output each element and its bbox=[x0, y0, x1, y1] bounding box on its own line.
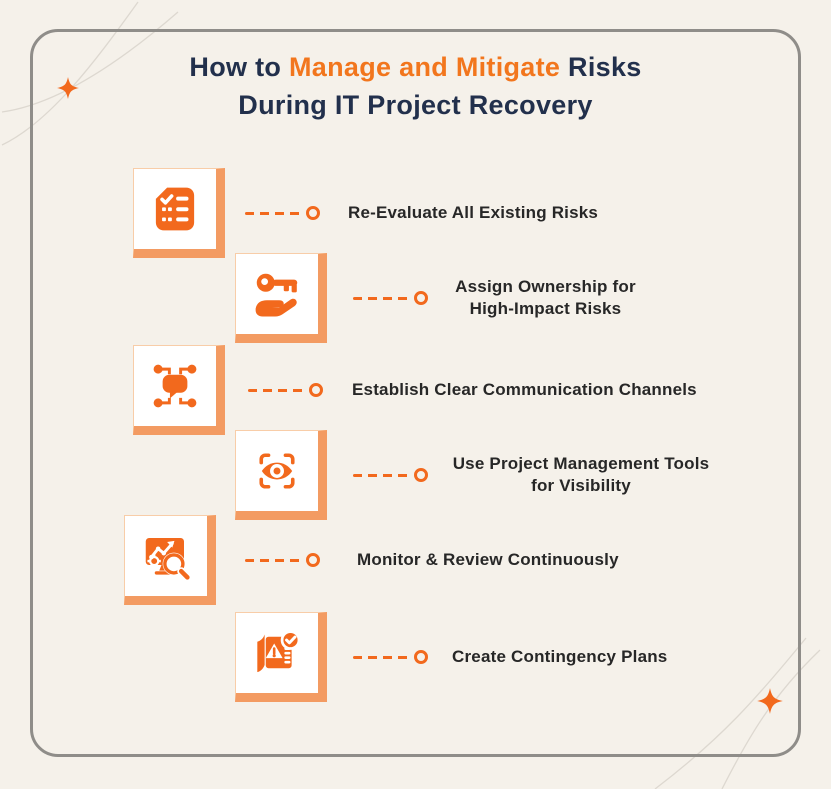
title-suffix: Risks bbox=[560, 52, 642, 82]
step-icon-box bbox=[133, 168, 225, 258]
title-highlight: Manage and Mitigate bbox=[289, 52, 561, 82]
step-label: Create Contingency Plans bbox=[452, 647, 668, 666]
sparkle-icon bbox=[57, 77, 79, 99]
step-icon-box bbox=[235, 430, 327, 520]
dashed-line bbox=[353, 296, 409, 300]
step-label: Monitor & Review Continuously bbox=[357, 550, 619, 569]
connector bbox=[245, 515, 320, 605]
step-icon-box bbox=[124, 515, 216, 605]
dashed-line bbox=[353, 473, 409, 477]
connector bbox=[353, 430, 428, 520]
dashed-line bbox=[245, 558, 301, 562]
dashed-line bbox=[245, 211, 301, 215]
title-prefix: How to bbox=[189, 52, 289, 82]
hand-holding-key-icon bbox=[255, 273, 298, 317]
monitor-analytics-icon bbox=[145, 538, 192, 582]
dashed-line bbox=[353, 655, 409, 659]
connector bbox=[248, 345, 323, 435]
page-title: How to Manage and Mitigate Risks During … bbox=[0, 48, 831, 124]
contingency-plan-icon bbox=[257, 630, 301, 673]
connector bbox=[245, 168, 320, 258]
dashed-line bbox=[248, 388, 304, 392]
step-label: Assign Ownership for High-Impact Risks bbox=[455, 277, 636, 318]
connector bbox=[353, 253, 428, 343]
step-label: Re-Evaluate All Existing Risks bbox=[348, 203, 599, 222]
step-icon-box bbox=[235, 612, 327, 702]
step-icon-box bbox=[235, 253, 327, 343]
checklist-document-icon bbox=[155, 187, 195, 231]
eye-visibility-icon bbox=[259, 453, 295, 489]
step-icon-box bbox=[133, 345, 225, 435]
connector-dot bbox=[306, 206, 320, 220]
communication-network-icon bbox=[153, 364, 197, 408]
connector-dot bbox=[309, 383, 323, 397]
sparkle-icon bbox=[757, 688, 783, 714]
connector-dot bbox=[414, 468, 428, 482]
step-label: Establish Clear Communication Channels bbox=[352, 380, 697, 399]
step-label: Use Project Management Tools for Visibil… bbox=[452, 454, 710, 495]
connector bbox=[353, 612, 428, 702]
connector-dot bbox=[414, 291, 428, 305]
connector-dot bbox=[414, 650, 428, 664]
connector-dot bbox=[306, 553, 320, 567]
title-line2: During IT Project Recovery bbox=[238, 90, 593, 120]
